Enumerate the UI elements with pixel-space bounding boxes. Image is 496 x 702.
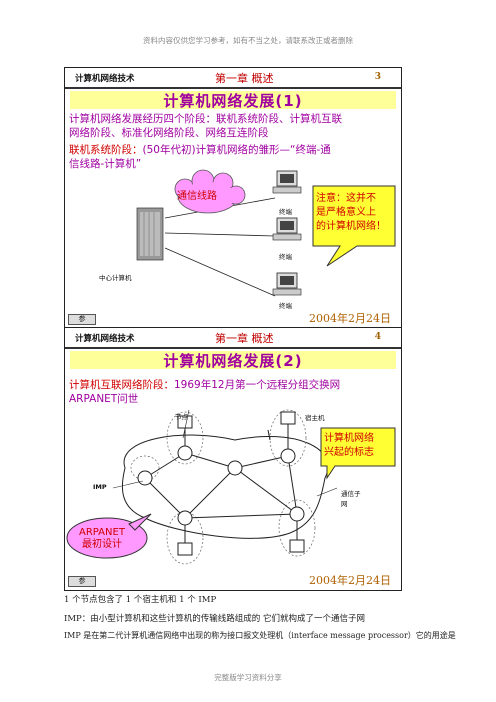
- terminal-icon-3: [272, 272, 302, 296]
- online-system-diagram: [136, 169, 396, 297]
- slide-title-box: 计算机网络发展(2): [70, 351, 396, 370]
- mainframe-icon: [136, 207, 164, 261]
- slide-title-box: 计算机网络发展(1): [70, 91, 396, 110]
- slide-date: 2004年2月24日: [309, 574, 391, 587]
- footer-note: 完整版学习资料分享: [214, 673, 282, 682]
- terminal-icon-1: [272, 170, 302, 194]
- reference-button[interactable]: 参: [68, 576, 96, 587]
- callout-text: 计算机网络 兴起的标志: [324, 433, 374, 458]
- arpanet-bubble-text: ARPANET 最初设计: [79, 527, 125, 550]
- cloud-label: 通信线路: [177, 191, 217, 202]
- callout-text: 注意：这并不 是严格意义上 的计算机网络！: [316, 193, 386, 232]
- arpanet-line: ARPANET问世: [69, 393, 139, 405]
- online-system-label: 联机系统阶段：: [69, 144, 143, 156]
- body-line-1: 1 个节点包含了 1 个宿主机和 1 个 IMP: [64, 595, 217, 605]
- arpanet-diagram: [66, 409, 396, 565]
- host-boxes: [177, 411, 305, 556]
- terminal-label-3: 终端: [279, 302, 292, 310]
- host-label: 宿主机: [305, 414, 325, 422]
- slide-number: 4: [374, 332, 381, 342]
- arpanet-bubble: [66, 513, 152, 559]
- imp-nodes: [137, 445, 305, 526]
- terminal-label-1: 终端: [279, 208, 292, 216]
- slide-4: 计算机网络技术 第一章 概述 4 计算机网络发展(2) 计算机互联网络阶段：19…: [64, 327, 402, 591]
- callout-bubble: [312, 185, 396, 267]
- callout-bubble: [320, 427, 396, 480]
- terminal-icon-2: [272, 217, 302, 241]
- imp-label: IMP: [93, 483, 107, 491]
- terminal-label-2: 终端: [279, 253, 292, 261]
- slide-title: 计算机网络发展: [163, 352, 276, 370]
- slide-title-number: (2): [275, 352, 303, 370]
- body-line-2: IMP：由小型计算机和这些计算机的传输线路组成的 它们就构成了一个通信子网: [64, 614, 365, 624]
- online-system-line: 联机系统阶段：(50年代初)计算机网络的雏形—“终端-通: [69, 143, 331, 157]
- slide-title: 计算机网络发展: [163, 92, 276, 110]
- host-label: 中心计算机: [99, 274, 132, 282]
- slide-3: 计算机网络技术 第一章 概述 3 计算机网络发展(1) 计算机网络发展经历四个阶…: [64, 67, 402, 329]
- cloud-shape: [174, 169, 246, 214]
- internet-stage-desc: 1969年12月第一个远程分组交换网: [174, 379, 341, 391]
- online-system-line-2: 信线路-计算机”: [69, 158, 142, 170]
- slide-date: 2004年2月24日: [309, 312, 391, 325]
- slide-number: 3: [374, 72, 381, 82]
- internet-stage-line: 计算机互联网络阶段：1969年12月第一个远程分组交换网: [69, 378, 340, 392]
- header-note: 资料内容仅供您学习参考，如有不当之处，请联系改正或者删除: [143, 36, 353, 45]
- subnet-label: 通信子 网: [341, 490, 361, 508]
- stages-line-2: 网络阶段、标准化网络阶段、网络互连阶段: [69, 127, 269, 139]
- stages-line-1: 计算机网络发展经历四个阶段：联机系统阶段、计算机互联: [69, 113, 342, 125]
- node-label: 节点: [175, 413, 188, 421]
- chapter-title: 第一章 概述: [215, 72, 274, 85]
- online-system-era: (50年代初): [142, 144, 196, 156]
- slide-title-number: (1): [275, 92, 303, 110]
- online-system-desc: 计算机网络的雏形—“终端-通: [195, 144, 331, 156]
- slide-header-bar: 计算机网络技术 第一章 概述 3: [65, 68, 401, 89]
- network-links: [144, 424, 298, 543]
- internet-stage-label: 计算机互联网络阶段：: [69, 379, 174, 391]
- slide-header-bar: 计算机网络技术 第一章 概述 4: [65, 328, 401, 349]
- course-title: 计算机网络技术: [75, 74, 135, 84]
- body-line-3: IMP 是在第二代计算机通信网络中出现的称为接口报文处理机（interface …: [64, 631, 456, 640]
- chapter-title: 第一章 概述: [215, 332, 274, 345]
- reference-button[interactable]: 参: [68, 314, 96, 325]
- course-title: 计算机网络技术: [75, 334, 135, 344]
